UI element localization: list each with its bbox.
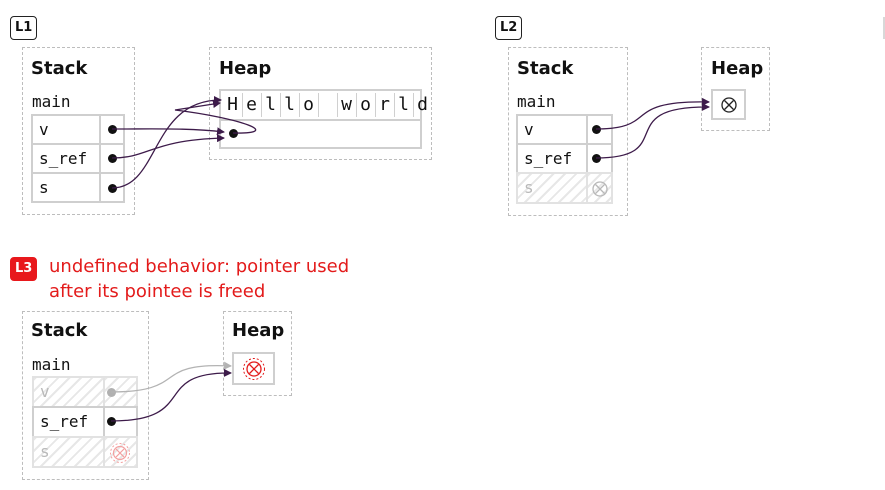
error-message-line-2: after its pointee is freed xyxy=(49,281,266,302)
heap-char: r xyxy=(379,94,390,115)
freed-icon xyxy=(721,97,737,113)
heap-char: w xyxy=(341,94,352,115)
freed-icon xyxy=(110,443,130,463)
char-divider xyxy=(394,93,395,117)
heap-title-l1: Heap xyxy=(219,58,272,79)
var-name-s: s xyxy=(524,178,534,197)
pointer-dot xyxy=(229,129,238,138)
frame-name-l3: main xyxy=(32,355,71,374)
var-name-s: s xyxy=(40,442,50,461)
freed-icon xyxy=(592,181,608,197)
char-divider xyxy=(356,93,357,117)
heap-char: H xyxy=(227,94,238,115)
step-badge-l1: L1 xyxy=(10,16,38,40)
pointer-dot xyxy=(108,125,117,134)
step-badge-l2: L2 xyxy=(495,16,523,40)
heap-char: l xyxy=(398,94,409,115)
stack-title-l1: Stack xyxy=(31,58,88,79)
heap-char: o xyxy=(360,94,371,115)
var-name-s-ref: s_ref xyxy=(40,412,89,431)
pointer-dot xyxy=(592,154,601,163)
heap-char: l xyxy=(284,94,295,115)
step-badge-l3: L3 xyxy=(10,257,38,281)
var-name-v: v xyxy=(524,120,534,139)
heap-title-l2: Heap xyxy=(711,58,764,79)
heap-frame-l2 xyxy=(701,47,770,131)
var-name-s-ref: s_ref xyxy=(524,149,573,168)
char-divider xyxy=(337,93,338,117)
heap-char: l xyxy=(265,94,276,115)
char-divider xyxy=(413,93,414,117)
char-divider xyxy=(318,93,319,117)
char-divider xyxy=(280,93,281,117)
error-message-line-1: undefined behavior: pointer used xyxy=(49,256,350,277)
heap-char: o xyxy=(303,94,314,115)
divider xyxy=(883,17,885,39)
freed-error-icon xyxy=(243,358,265,380)
heap-char: d xyxy=(417,94,428,115)
var-name-v: v xyxy=(40,382,50,401)
var-name-s: s xyxy=(39,178,49,197)
stack-title-l2: Stack xyxy=(517,58,574,79)
heap-char: e xyxy=(246,94,257,115)
char-divider xyxy=(299,93,300,117)
var-name-v: v xyxy=(39,120,49,139)
pointer-dot xyxy=(108,184,117,193)
pointer-dot xyxy=(107,417,116,426)
pointer-dot xyxy=(108,154,117,163)
char-divider xyxy=(242,93,243,117)
frame-name-l1: main xyxy=(32,92,71,111)
heap-title-l3: Heap xyxy=(232,320,285,341)
pointer-dot xyxy=(107,388,116,397)
var-name-s-ref: s_ref xyxy=(39,149,88,168)
frame-name-l2: main xyxy=(517,92,556,111)
heap-pointer-cell xyxy=(219,119,422,149)
heap-frame-l3 xyxy=(223,311,292,396)
stack-title-l3: Stack xyxy=(31,320,88,341)
char-divider xyxy=(375,93,376,117)
pointer-dot xyxy=(592,125,601,134)
char-divider xyxy=(261,93,262,117)
